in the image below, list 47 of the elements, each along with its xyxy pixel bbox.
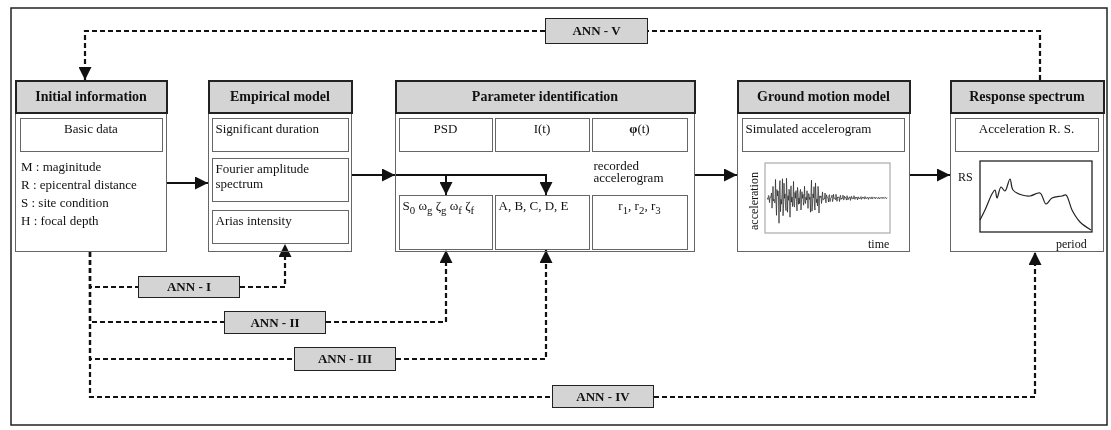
stage-panel — [950, 80, 1104, 252]
parameter-text: S : site condition — [21, 195, 109, 210]
item-box: S$_{0}$ ω$_{g}$ ζ$_{g}$ ω$_{f}$ ζ$_{f}$ — [398, 194, 493, 250]
dashed-arrow — [78, 29, 545, 80]
panel-heading: Parameter identification — [394, 79, 696, 114]
ann-box: ANN - I — [138, 276, 240, 298]
stage-panel — [15, 80, 167, 252]
stage-panel — [395, 80, 695, 252]
ann-box: ANN - II — [224, 311, 326, 334]
axis-label: RS — [958, 171, 973, 184]
item-box: A, B, C, D, E — [494, 194, 590, 250]
dashed-arrow — [396, 250, 553, 361]
item-box: Significant duration — [211, 117, 349, 152]
parameter-text: R : epicentral distance — [21, 177, 137, 192]
ann-box: ANN - V — [545, 18, 648, 44]
arrow — [166, 176, 209, 190]
axis-label: time — [868, 238, 890, 251]
item-box: r$_{1}$, r$_{2}$, r$_{3}$ — [591, 194, 688, 250]
panel-heading: Empirical model — [207, 79, 353, 114]
item-box: PSD — [398, 117, 493, 152]
item-box: φ(t) — [591, 117, 688, 152]
dashed-arrow — [326, 250, 453, 324]
parameter-text: M : maginitude — [21, 159, 102, 174]
item-box: I(t) — [494, 117, 590, 152]
axis-label: acceleration — [748, 172, 761, 230]
axis-label: period — [1056, 238, 1087, 251]
arrow — [351, 168, 396, 182]
ann-box: ANN - III — [294, 347, 396, 371]
dashed-arrow — [240, 244, 292, 289]
parameter-text: H : focal depth — [21, 213, 99, 228]
panel-heading: Initial information — [14, 79, 168, 114]
panel-heading: Ground motion model — [736, 79, 911, 114]
item-box: Fourier amplitude spectrum — [211, 157, 349, 202]
arrow — [694, 168, 738, 182]
dashed-arrow — [654, 252, 1042, 399]
item-box: Arias intensity — [211, 209, 349, 244]
item-box: Basic data — [19, 117, 163, 152]
arrow — [909, 168, 951, 182]
stage-panel — [208, 80, 352, 252]
arrow — [394, 174, 553, 196]
item-box: Simulated accelerogram — [741, 117, 905, 152]
stage-panel — [737, 80, 910, 252]
ann-box: ANN - IV — [552, 385, 654, 408]
caption-text: recorded accelerogram — [593, 159, 665, 184]
panel-heading: Response spectrum — [949, 79, 1105, 114]
dashed-line — [88, 252, 552, 399]
item-box: Acceleration R. S. — [954, 117, 1099, 152]
